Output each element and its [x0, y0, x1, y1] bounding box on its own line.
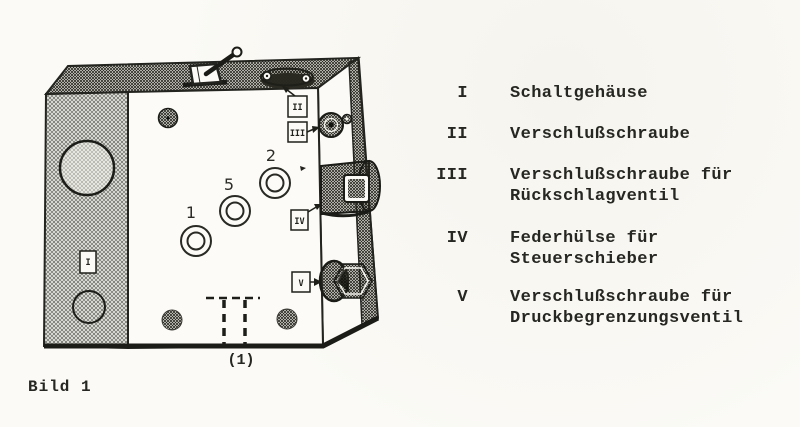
small-index-mark: [300, 166, 306, 171]
port-2-inner: [265, 173, 285, 193]
legend-row-3: III Verschlußschraube für Rückschlagvent…: [430, 165, 733, 207]
legend-row-1: I Schaltgehäuse: [430, 83, 648, 104]
callout-arrowhead-4: [314, 204, 322, 210]
callout-label-1: I: [85, 258, 90, 268]
port-5-inner: [225, 201, 245, 221]
legend-numeral-4: IV: [446, 229, 468, 248]
legend-label-3: Verschlußschraube für Rückschlagventil: [510, 165, 733, 207]
legend-numeral-2: II: [446, 125, 468, 144]
legend-numeral-1: I: [457, 84, 468, 103]
legend-label-1: Schaltgehäuse: [510, 83, 648, 104]
housing-base-edge: [44, 315, 380, 349]
legend-numeral-5: V: [457, 288, 468, 307]
check-valve-plug-center: [328, 122, 334, 128]
legend-label-4-line1: Federhülse für: [510, 229, 659, 248]
callout-arrowhead-5: [314, 278, 322, 286]
legend-label-3-line2: Rückschlagventil: [510, 187, 680, 206]
callout-box-5: [291, 271, 311, 293]
legend-label-5-line1: Verschlußschraube für: [510, 288, 733, 307]
callout-label-5: V: [298, 279, 303, 289]
legend-label-2-line1: Verschlußschraube: [510, 125, 691, 144]
legend-numeral-3: III: [436, 166, 468, 185]
legend-row-5: V Verschlußschraube für Druckbegrenzungs…: [430, 287, 743, 329]
port-2-label: 2: [266, 146, 276, 165]
callout-label-4: IV: [294, 217, 304, 227]
legend-label-5: Verschlußschraube für Druckbegrenzungsve…: [510, 287, 743, 329]
spring-sleeve-notch-inner: [348, 179, 365, 198]
port-1-inner: [186, 231, 206, 251]
callout-arrowhead-2: [282, 86, 290, 93]
drain-ref-label: (1): [227, 352, 254, 369]
check-valve-plug-ring: [323, 117, 339, 133]
port-5-label: 5: [224, 175, 234, 194]
legend-row-4: IV Federhülse für Steuerschieber: [430, 228, 658, 270]
legend-label-5-line2: Druckbegrenzungsventil: [510, 309, 744, 328]
callout-box-2: [287, 95, 308, 118]
relief-valve-hex-highlight: [337, 267, 369, 295]
callout-box-4: [290, 209, 309, 231]
callout-label-3: III: [290, 129, 305, 139]
legend-label-4: Federhülse für Steuerschieber: [510, 228, 658, 270]
port-1-label: 1: [186, 203, 196, 222]
legend-label-4-line2: Steuerschieber: [510, 250, 659, 269]
spring-sleeve-shadow: [321, 210, 369, 218]
figure-caption: Bild 1: [28, 378, 92, 396]
left-face-bore-circle: [58, 139, 116, 197]
flange-bolt-right-center: [304, 77, 308, 80]
callout-box-1: [79, 250, 97, 274]
callout-arrowhead-3: [312, 126, 320, 133]
legend-label-1-line1: Schaltgehäuse: [510, 84, 648, 103]
front-pin-hole-center: [166, 116, 170, 120]
legend-label-2: Verschlußschraube: [510, 124, 690, 145]
sealing-flange: [260, 67, 314, 87]
lever-bracket-line: [196, 65, 201, 84]
flange-bolt-left-center: [265, 74, 269, 78]
relief-valve-hex-facet: [337, 268, 350, 293]
callout-box-3: [287, 121, 308, 143]
small-knob-center: [345, 117, 349, 121]
callout-label-2: II: [292, 103, 302, 113]
lever-knob: [231, 46, 243, 58]
legend-row-2: II Verschlußschraube: [430, 124, 690, 145]
valve-housing-figure: 1 5 2 (1) I II III IV V: [42, 46, 381, 369]
left-face-lower-circle: [72, 290, 106, 324]
mount-dot-left: [161, 309, 183, 331]
mount-dot-right: [276, 308, 298, 330]
housing-left-face: [42, 90, 129, 350]
legend-label-3-line1: Verschlußschraube für: [510, 166, 733, 185]
lever-arm: [203, 52, 236, 77]
